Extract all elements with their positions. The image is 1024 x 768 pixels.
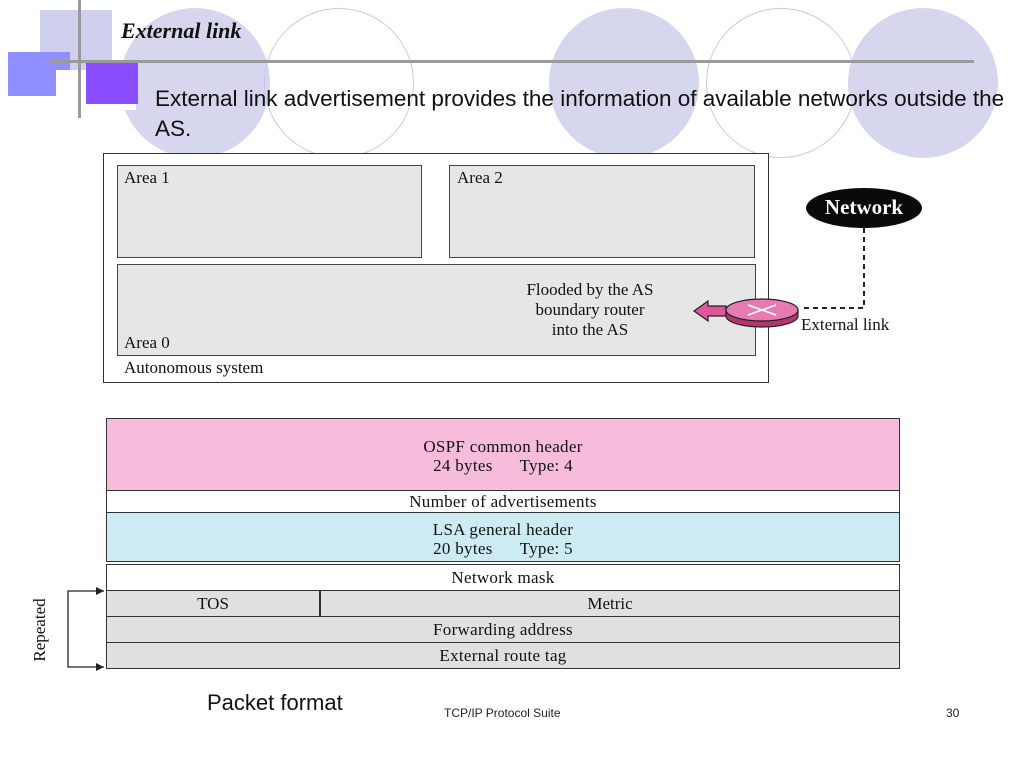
slide-title: External link [121,18,242,43]
decor-line-horizontal [50,60,974,63]
network-label: Network [824,195,904,219]
flood-arrow-icon [692,299,727,323]
flooded-text: Flooded by the AS boundary router into t… [490,280,690,340]
lsa-header-line-1: LSA general header [432,520,574,539]
decor-line-vertical [78,0,81,118]
area0-label: Area 0 [124,333,170,352]
external-link-label: External link [801,315,890,334]
forwarding-address-row: Forwarding address [106,616,900,643]
lsa-header-line-2: 20 bytes Type: 5 [433,539,573,558]
packet-format-caption: Packet format [207,690,343,715]
decor-circle [549,8,699,158]
area1-box [117,165,422,258]
network-ellipse [806,188,922,228]
external-link-line [800,228,865,309]
external-route-tag-row: External route tag [106,642,900,669]
autonomous-system-label: Autonomous system [124,358,264,377]
metric-cell: Metric [319,590,900,617]
footer-center-text: TCP/IP Protocol Suite [444,706,561,720]
flooded-line-2: boundary router [535,300,645,319]
ospf-header-line-1: OSPF common header [423,437,583,456]
area0-box [117,264,756,356]
tos-metric-row: TOS Metric [106,590,900,617]
decor-circle [848,8,998,158]
decor-square [86,62,138,104]
area2-box [449,165,755,258]
lsa-general-header: LSA general header 20 bytes Type: 5 [106,512,900,562]
repeated-bracket-icon [67,587,104,671]
slide-body-text: External link advertisement provides the… [155,86,1005,141]
as-diagram-graphics [692,188,922,328]
page-number: 30 [946,706,960,720]
tos-cell: TOS [106,590,320,617]
area1-label: Area 1 [124,168,170,187]
flooded-line-3: into the AS [551,320,629,339]
repeated-label: Repeated [30,598,49,662]
ospf-common-header: OSPF common header 24 bytes Type: 4 [106,418,900,491]
area2-label: Area 2 [457,168,503,187]
number-of-advertisements-row: Number of advertisements [106,490,900,513]
ospf-header-line-2: 24 bytes Type: 4 [433,456,573,475]
network-mask-row: Network mask [106,564,900,591]
decor-circle [120,8,270,158]
flooded-line-1: Flooded by the AS [526,280,654,299]
router-icon [725,298,799,328]
